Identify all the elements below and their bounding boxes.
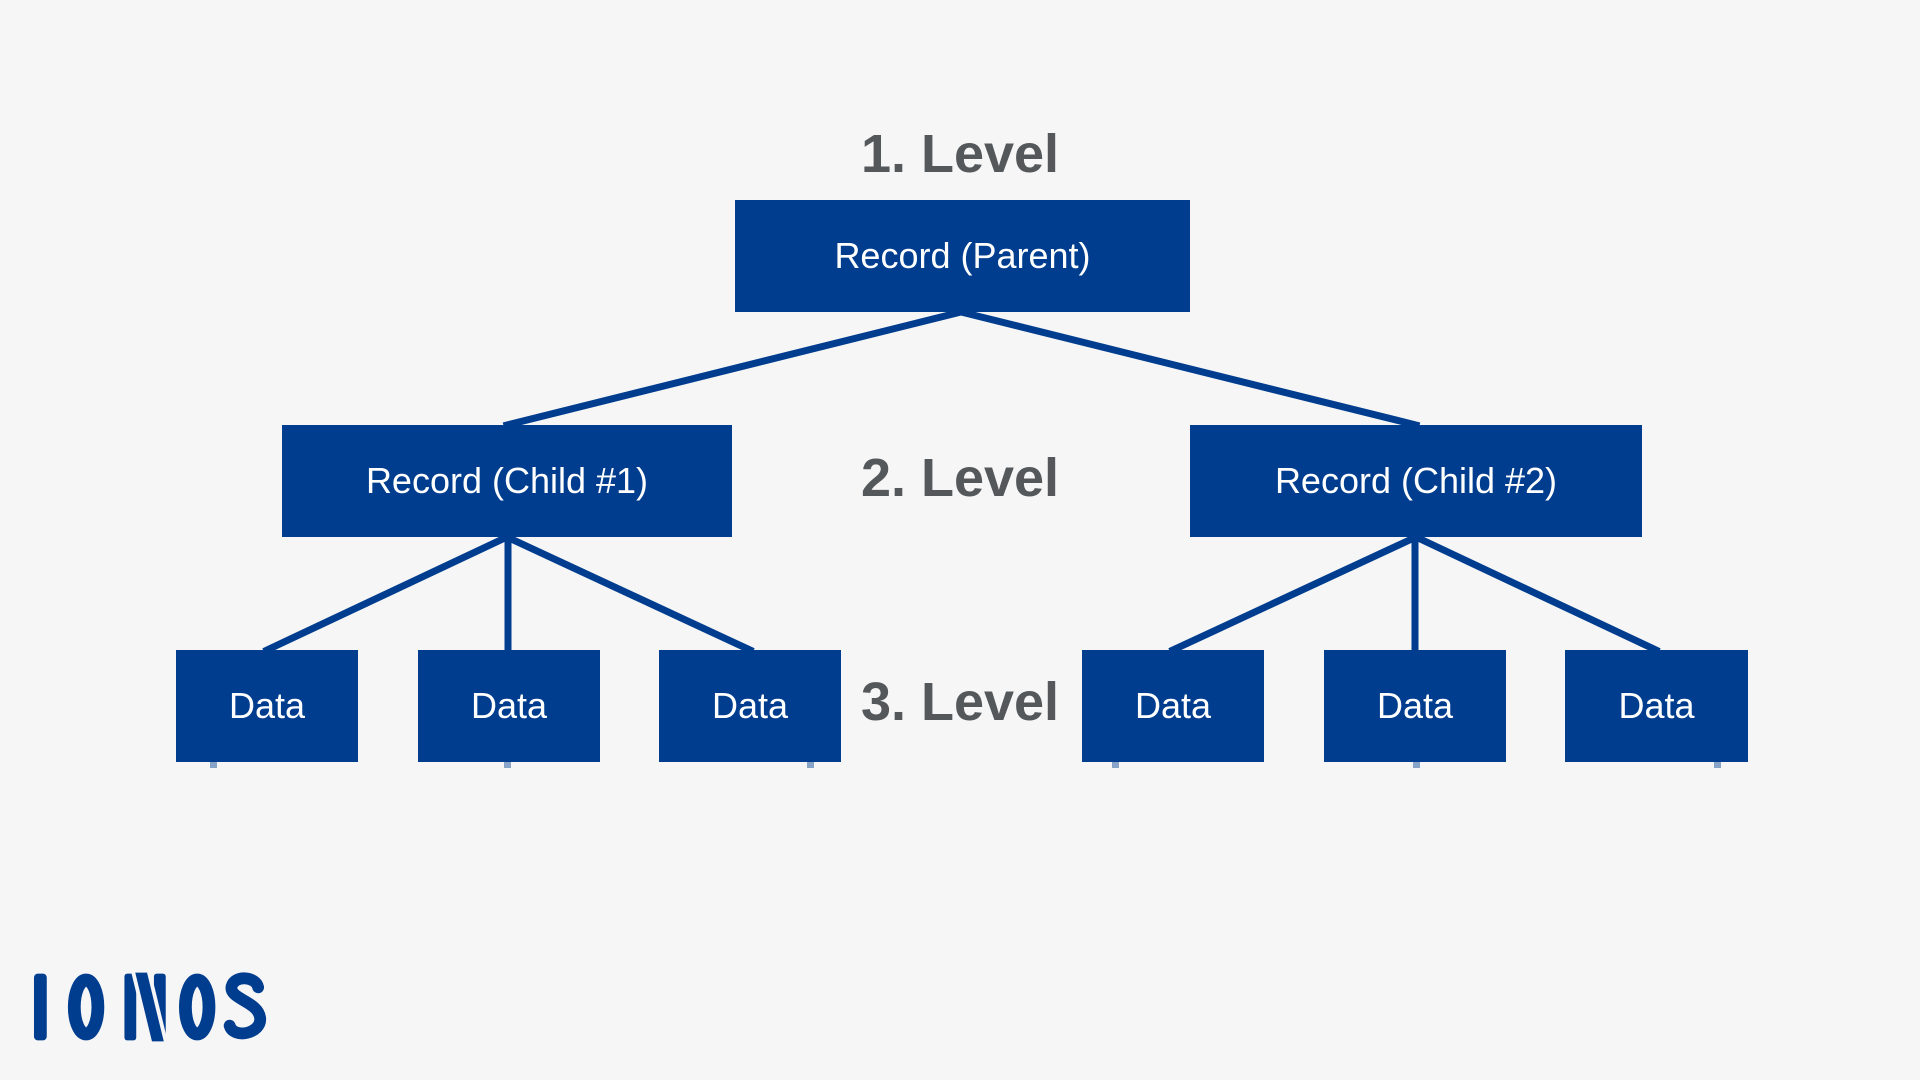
ionos-logo — [33, 972, 266, 1042]
level-3-label: 3. Level — [860, 672, 1060, 732]
node-data-4: Data — [1082, 650, 1264, 762]
node-data-1: Data — [176, 650, 358, 762]
connector-stub — [1714, 762, 1721, 768]
connector-stub — [1413, 762, 1420, 768]
connector-stub — [210, 762, 217, 768]
node-data-5: Data — [1324, 650, 1506, 762]
node-record-child-2: Record (Child #2) — [1190, 425, 1642, 537]
node-data-3: Data — [659, 650, 841, 762]
node-data-2: Data — [418, 650, 600, 762]
node-record-parent: Record (Parent) — [735, 200, 1190, 312]
node-data-6: Data — [1565, 650, 1748, 762]
node-record-child-1: Record (Child #1) — [282, 425, 732, 537]
level-1-label: 1. Level — [860, 124, 1060, 184]
level-2-label: 2. Level — [860, 448, 1060, 508]
connector-stub — [1112, 762, 1119, 768]
connector-stub — [504, 762, 511, 768]
connector-stub — [807, 762, 814, 768]
